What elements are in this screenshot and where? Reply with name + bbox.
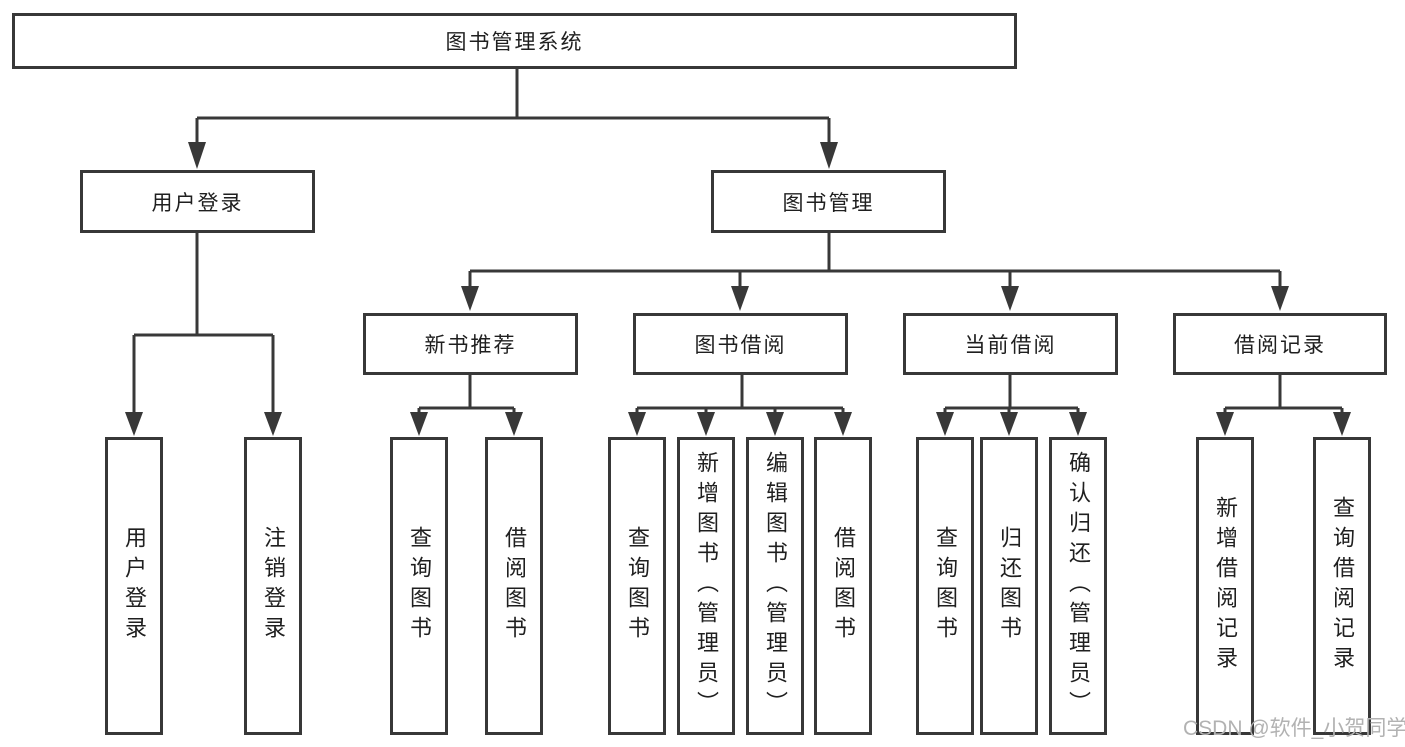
arrowhead-leaf-borrow-book-1 (505, 412, 523, 436)
leaf-edit-book-admin-label: 编辑图书（管理员） (763, 451, 788, 721)
arrowhead-borrow-records (1271, 286, 1289, 311)
csdn-watermark: CSDN @软件_小贺同学 (1183, 717, 1405, 740)
leaf-user-login-label: 用户登录 (122, 526, 147, 646)
leaf-query-borrow-record: 查询借阅记录 (1313, 437, 1371, 735)
node-new-book-rec: 新书推荐 (363, 313, 578, 375)
connector-root-to-level2 (195, 69, 831, 142)
connector-book-mgmt-to-level3 (468, 233, 1282, 286)
leaf-query-book-newrec-label: 查询图书 (407, 526, 432, 646)
leaf-borrow-book-borrow-label: 借阅图书 (831, 526, 856, 646)
leaf-user-login: 用户登录 (105, 437, 163, 735)
leaf-add-book-admin-label: 新增图书（管理员） (694, 451, 719, 721)
leaf-query-book-current-label: 查询图书 (933, 526, 958, 646)
arrowhead-user-login (188, 142, 206, 169)
node-root: 图书管理系统 (12, 13, 1017, 69)
leaf-borrow-book-newrec: 借阅图书 (485, 437, 543, 735)
leaf-query-book-current: 查询图书 (916, 437, 974, 735)
leaf-logout: 注销登录 (244, 437, 302, 735)
leaf-return-book-label: 归还图书 (997, 526, 1022, 646)
arrowhead-leaf-edit-book (766, 412, 784, 436)
node-borrow-records: 借阅记录 (1173, 313, 1387, 375)
leaf-edit-book-admin: 编辑图书（管理员） (746, 437, 804, 735)
leaf-add-borrow-record-label: 新增借阅记录 (1213, 496, 1238, 676)
node-current-borrow: 当前借阅 (903, 313, 1118, 375)
arrowhead-leaf-add-record (1216, 412, 1234, 436)
arrowhead-book-borrow (731, 286, 749, 311)
arrowhead-leaf-confirm-return (1069, 412, 1087, 436)
connector-user-login-to-leaves (132, 233, 275, 412)
leaf-query-borrow-record-label: 查询借阅记录 (1330, 496, 1355, 676)
node-book-borrow: 图书借阅 (633, 313, 848, 375)
leaf-confirm-return-admin-label: 确认归还（管理员） (1066, 451, 1091, 721)
leaf-confirm-return-admin: 确认归还（管理员） (1049, 437, 1107, 735)
arrowhead-leaf-query-book-3 (936, 412, 954, 436)
leaf-return-book: 归还图书 (980, 437, 1038, 735)
leaf-borrow-book-borrow: 借阅图书 (814, 437, 872, 735)
arrowhead-leaf-query-record (1333, 412, 1351, 436)
leaf-add-borrow-record: 新增借阅记录 (1196, 437, 1254, 735)
connector-current-borrow-to-leaves (943, 375, 1080, 414)
node-user-login: 用户登录 (80, 170, 315, 233)
leaf-borrow-book-newrec-label: 借阅图书 (502, 526, 527, 646)
arrowhead-book-mgmt (820, 142, 838, 169)
arrowhead-new-book-rec (461, 286, 479, 311)
arrowhead-leaf-add-book (697, 412, 715, 436)
leaf-query-book-borrow: 查询图书 (608, 437, 666, 735)
arrowhead-current-borrow (1001, 286, 1019, 311)
connector-book-borrow-to-leaves (635, 375, 845, 414)
arrowhead-leaf-borrow-book-2 (834, 412, 852, 436)
arrowhead-leaf-query-book-1 (410, 412, 428, 436)
connector-new-book-rec-to-leaves (417, 375, 516, 414)
leaf-query-book-newrec: 查询图书 (390, 437, 448, 735)
arrowhead-leaf-return-book (1000, 412, 1018, 436)
arrowhead-leaf-logout (264, 412, 282, 436)
node-book-mgmt: 图书管理 (711, 170, 946, 233)
leaf-logout-label: 注销登录 (261, 526, 286, 646)
leaf-add-book-admin: 新增图书（管理员） (677, 437, 735, 735)
arrowhead-leaf-query-book-2 (628, 412, 646, 436)
leaf-query-book-borrow-label: 查询图书 (625, 526, 650, 646)
arrowhead-leaf-user-login (125, 412, 143, 436)
connector-borrow-records-to-leaves (1223, 375, 1344, 414)
